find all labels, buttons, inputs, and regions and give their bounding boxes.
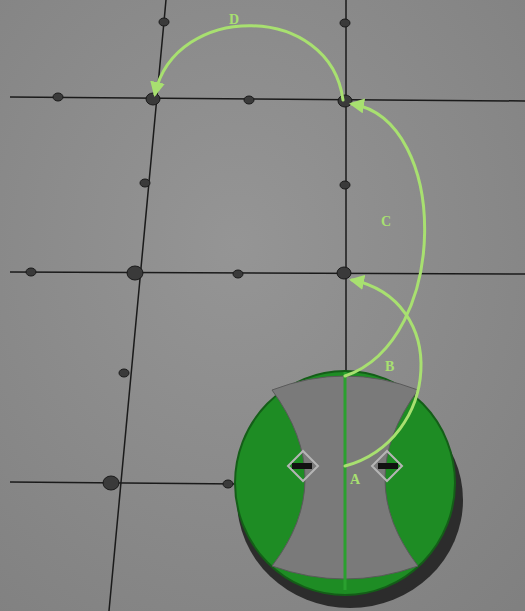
- motion-arrows: [155, 26, 425, 466]
- robot: [235, 371, 463, 608]
- arrow-label: C: [381, 215, 391, 229]
- arrow-label: D: [229, 13, 239, 27]
- arrow-label: A: [350, 473, 360, 487]
- arrow-label: B: [385, 360, 394, 374]
- grid-lines: [10, 0, 525, 611]
